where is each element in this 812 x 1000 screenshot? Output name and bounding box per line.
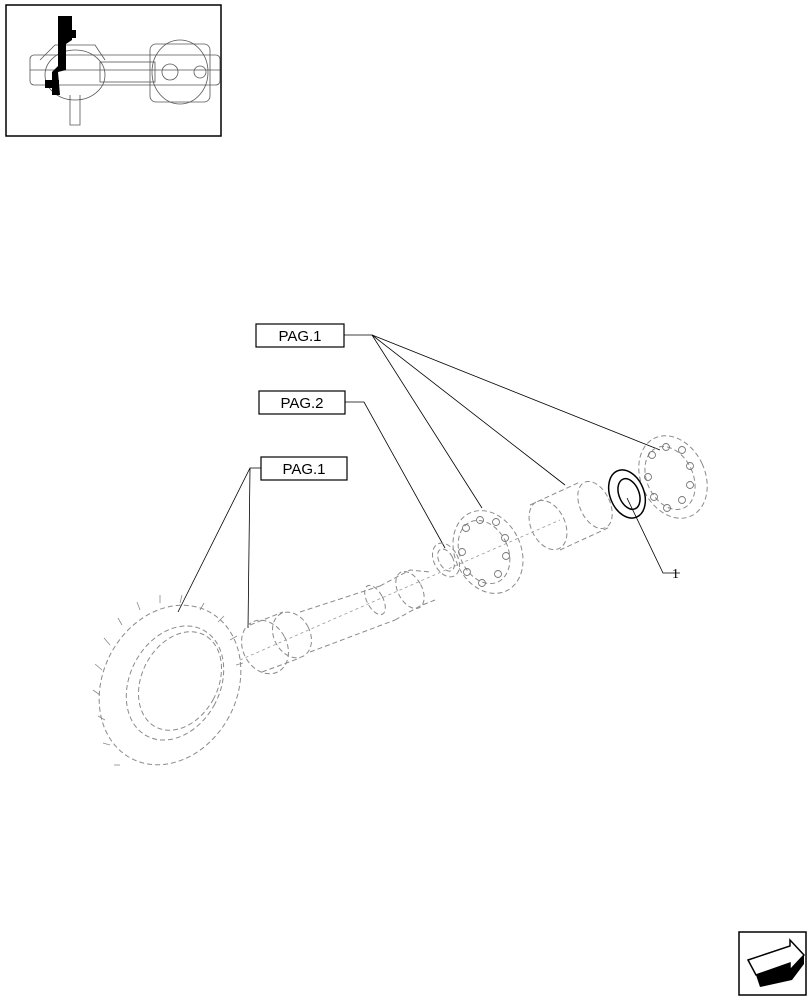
next-page-arrow-icon[interactable]: [738, 931, 807, 996]
leader-lines: [177, 334, 680, 629]
callout-number: 1: [672, 567, 679, 582]
spacer-sleeve: [528, 480, 613, 551]
roller-bearing-inner: [452, 510, 524, 594]
reference-label: PAG.1: [278, 328, 321, 345]
roller-bearing-outer: [638, 435, 708, 519]
reference-box-pag2[interactable]: PAG.2: [258, 390, 346, 415]
spacer-ring: [431, 542, 461, 578]
reference-box-pag1-top[interactable]: PAG.1: [255, 323, 345, 348]
axle-assembly-thumbnail[interactable]: [5, 4, 222, 137]
crown-ring-gear: [92, 594, 244, 766]
reference-box-pag1-bottom[interactable]: PAG.1: [260, 456, 348, 481]
shim-part-1[interactable]: [602, 464, 652, 523]
pinion-shaft: [239, 519, 561, 675]
reference-label: PAG.2: [280, 395, 323, 412]
reference-label: PAG.1: [282, 461, 325, 478]
